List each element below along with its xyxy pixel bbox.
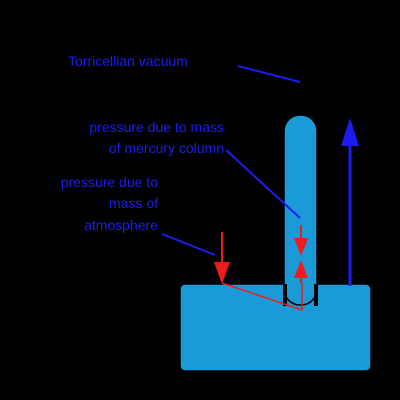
- label-atmosphere-line3: atmosphere: [84, 217, 158, 233]
- label-atmosphere-line1: pressure due to: [61, 174, 158, 190]
- tube-wall-left: [283, 284, 287, 306]
- mercury-force-arrow-down: [294, 238, 308, 256]
- tube-wall-right: [314, 284, 318, 306]
- glass-tube: [283, 114, 318, 306]
- mercury-force-arrow-up: [294, 260, 308, 278]
- vacuum-pointer-line: [237, 65, 301, 83]
- height-arrow-head: [341, 118, 359, 146]
- label-mercury-column-line1: pressure due to mass: [89, 119, 224, 135]
- mercury-dish: [179, 283, 372, 372]
- label-mercury-column-line2: of mercury column: [109, 140, 224, 156]
- mercury-pointer-line: [225, 149, 301, 219]
- label-atmosphere-line2: mass of: [109, 195, 158, 211]
- level-connector-line: [221, 282, 303, 312]
- label-torricellian-vacuum: Torricellian vacuum: [68, 53, 188, 69]
- atmosphere-pointer-line: [161, 233, 216, 256]
- atmosphere-force-arrow-head: [214, 262, 230, 284]
